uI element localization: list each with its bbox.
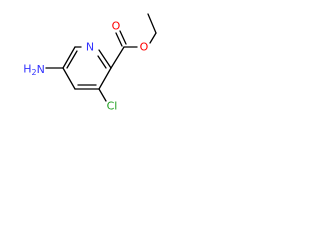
bond-c5-c6 xyxy=(62,46,76,69)
bond-c2-carbonyl xyxy=(110,46,125,69)
ring-nitrogen-label: N xyxy=(86,41,94,54)
bond-o-ch2 xyxy=(149,32,157,44)
oxygen-single-label: O xyxy=(140,41,149,54)
bond-carbonyl-o-double-a xyxy=(115,32,123,47)
bond-n-c2-inner xyxy=(97,55,107,69)
bond-c3-cl xyxy=(98,88,107,102)
amine-label: H2N xyxy=(23,63,45,77)
chlorine-label: Cl xyxy=(107,100,118,113)
bond-carbonyl-o-double-b xyxy=(119,30,127,45)
bond-c4-c5 xyxy=(62,67,76,90)
bond-c2-c3 xyxy=(98,67,112,90)
oxygen-double-label: O xyxy=(112,20,121,33)
bond-c5-c6-inner xyxy=(66,50,78,69)
molecule-structure: N O O Cl H2N xyxy=(23,13,157,113)
bond-ch2-ch3 xyxy=(147,13,157,34)
bond-n-c2 xyxy=(98,49,112,69)
